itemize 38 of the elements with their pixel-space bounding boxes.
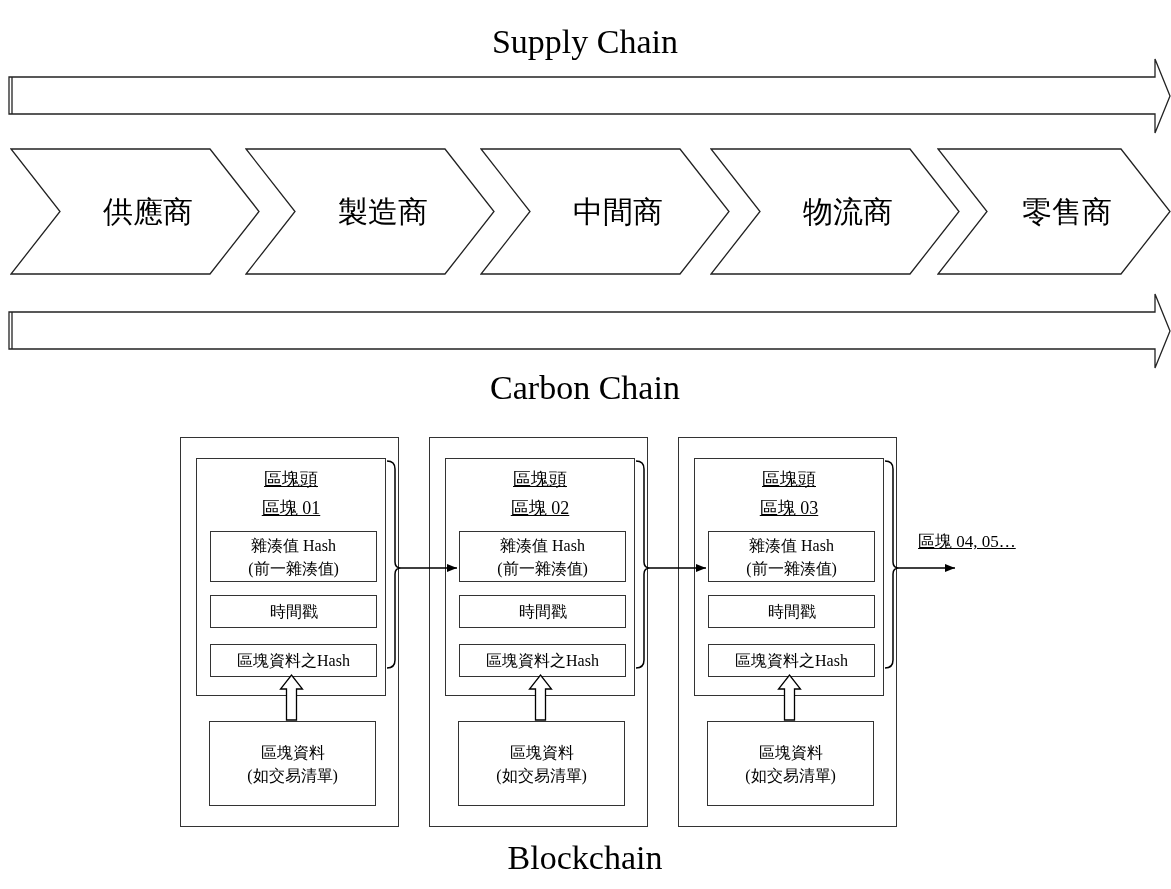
block-header-box <box>694 458 884 696</box>
chain-title: Supply Chain <box>491 22 679 62</box>
section-title: Blockchain <box>507 838 663 878</box>
chevron-step: 零售商 <box>937 148 1171 275</box>
block-box <box>429 437 648 827</box>
block-box <box>180 437 399 827</box>
chevron-step: 供應商 <box>10 148 260 275</box>
hollow-arrow <box>777 673 802 721</box>
hollow-arrow <box>279 673 304 721</box>
field-box: 區塊資料之Hash <box>708 644 875 677</box>
field-box: 時間戳 <box>459 595 626 628</box>
field-box: 雜湊值 Hash (前一雜湊值) <box>708 531 875 582</box>
header-title: 區塊 02 <box>510 497 570 520</box>
brace-arrow <box>635 460 707 669</box>
field-box: 雜湊值 Hash (前一雜湊值) <box>459 531 626 582</box>
chevron-step: 製造商 <box>245 148 495 275</box>
header-title: 區塊頭 <box>762 468 816 491</box>
field-box: 區塊資料之Hash <box>459 644 626 677</box>
block-header-box <box>196 458 386 696</box>
field-box: 雜湊值 Hash (前一雜湊值) <box>210 531 377 582</box>
brace-arrow <box>884 460 956 669</box>
data-box: 區塊資料 (如交易清單) <box>707 721 874 806</box>
data-box: 區塊資料 (如交易清單) <box>458 721 625 806</box>
chain-title: Carbon Chain <box>490 368 680 408</box>
block-header-box <box>445 458 635 696</box>
chevron-step: 中間商 <box>480 148 730 275</box>
brace-arrow <box>386 460 458 669</box>
header-title: 區塊頭 <box>264 468 318 491</box>
header-title: 區塊頭 <box>513 468 567 491</box>
field-box: 區塊資料之Hash <box>210 644 377 677</box>
hollow-arrow <box>528 673 553 721</box>
block-box <box>678 437 897 827</box>
header-title: 區塊 03 <box>759 497 819 520</box>
chevron-step: 物流商 <box>710 148 960 275</box>
data-box: 區塊資料 (如交易清單) <box>209 721 376 806</box>
header-title: 區塊 01 <box>261 497 321 520</box>
field-box: 時間戳 <box>210 595 377 628</box>
field-box: 時間戳 <box>708 595 875 628</box>
